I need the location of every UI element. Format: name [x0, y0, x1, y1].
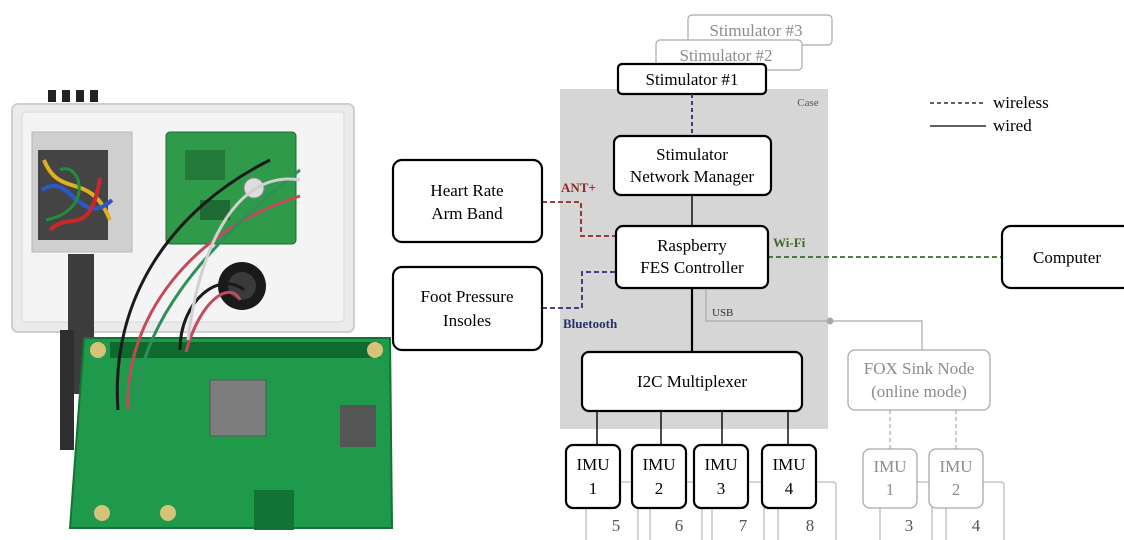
link-footpressure-raspberry	[542, 271, 616, 309]
multiplexer-box	[580, 350, 804, 413]
foot-pressure-box	[391, 265, 544, 352]
imu-3-label: IMU	[704, 455, 737, 474]
legend: wireless wired	[930, 93, 1049, 135]
fox-imu-1-number: 1	[886, 480, 895, 499]
legend-wireless-label: wireless	[993, 93, 1049, 112]
sensor-number-5: 5	[612, 516, 621, 535]
network-manager-line2: Network Manager	[630, 167, 754, 186]
stimulator-3-label: Stimulator #3	[709, 21, 802, 40]
imu-3-number: 3	[717, 479, 726, 498]
heart-rate-box	[391, 158, 544, 244]
stimulator-1-label: Stimulator #1	[645, 70, 738, 89]
fox-sink-box	[847, 349, 991, 411]
imu-1-number: 1	[589, 479, 598, 498]
foot-pressure-line1: Foot Pressure	[420, 287, 513, 306]
computer-box	[1000, 224, 1124, 290]
ant-label: ANT+	[561, 180, 596, 195]
raspberry-line1: Raspberry	[657, 236, 727, 255]
heart-rate-line1: Heart Rate	[430, 181, 503, 200]
imu-3: IMU 3	[692, 443, 750, 510]
imu-2-box	[630, 443, 688, 510]
imu-4: IMU 4	[760, 443, 818, 510]
fox-imu-2-box	[928, 448, 984, 509]
fox-imu-2: IMU 2	[928, 448, 984, 509]
fox-sensor-number-3: 3	[905, 516, 914, 535]
fox-imu-1-box	[862, 448, 918, 509]
imu-4-label: IMU	[772, 455, 805, 474]
link-usb-foxsink	[705, 288, 923, 350]
sensor-number-7: 7	[739, 516, 748, 535]
foot-pressure-line2: Insoles	[443, 311, 491, 330]
sensor-number-8: 8	[806, 516, 815, 535]
imu-4-box	[760, 443, 818, 510]
imu-2-number: 2	[655, 479, 664, 498]
fox-imu-1-label: IMU	[873, 457, 906, 476]
imu-1: IMU 1	[564, 443, 622, 510]
usb-junction-dot	[826, 317, 834, 325]
imu-2-label: IMU	[642, 455, 675, 474]
stimulator-2-label: Stimulator #2	[679, 46, 772, 65]
fox-sink-line1: FOX Sink Node	[864, 359, 975, 378]
imu-3-box	[692, 443, 750, 510]
fox-imu-2-label: IMU	[939, 457, 972, 476]
raspberry-box	[614, 224, 770, 290]
imu-1-label: IMU	[576, 455, 609, 474]
imu-1-box	[564, 443, 622, 510]
multiplexer-label: I2C Multiplexer	[637, 372, 747, 391]
sensor-number-6: 6	[675, 516, 684, 535]
fox-imu-1: IMU 1	[862, 448, 918, 509]
network-manager-box	[612, 134, 773, 197]
bluetooth-label: Bluetooth	[563, 316, 618, 331]
network-manager-line1: Stimulator	[656, 145, 728, 164]
computer-label: Computer	[1033, 248, 1101, 267]
wifi-label: Wi-Fi	[773, 235, 806, 250]
case-label: Case	[797, 97, 819, 109]
fox-sink-line2: (online mode)	[871, 382, 967, 401]
link-heartrate-raspberry	[542, 201, 616, 237]
raspberry-line2: FES Controller	[640, 258, 744, 277]
fox-sensor-number-4: 4	[972, 516, 981, 535]
imu-4-number: 4	[785, 479, 794, 498]
usb-label: USB	[712, 307, 733, 319]
heart-rate-line2: Arm Band	[431, 204, 503, 223]
legend-wired-label: wired	[993, 116, 1032, 135]
fox-imu-2-number: 2	[952, 480, 961, 499]
imu-2: IMU 2	[630, 443, 688, 510]
hardware-photo	[11, 90, 394, 530]
